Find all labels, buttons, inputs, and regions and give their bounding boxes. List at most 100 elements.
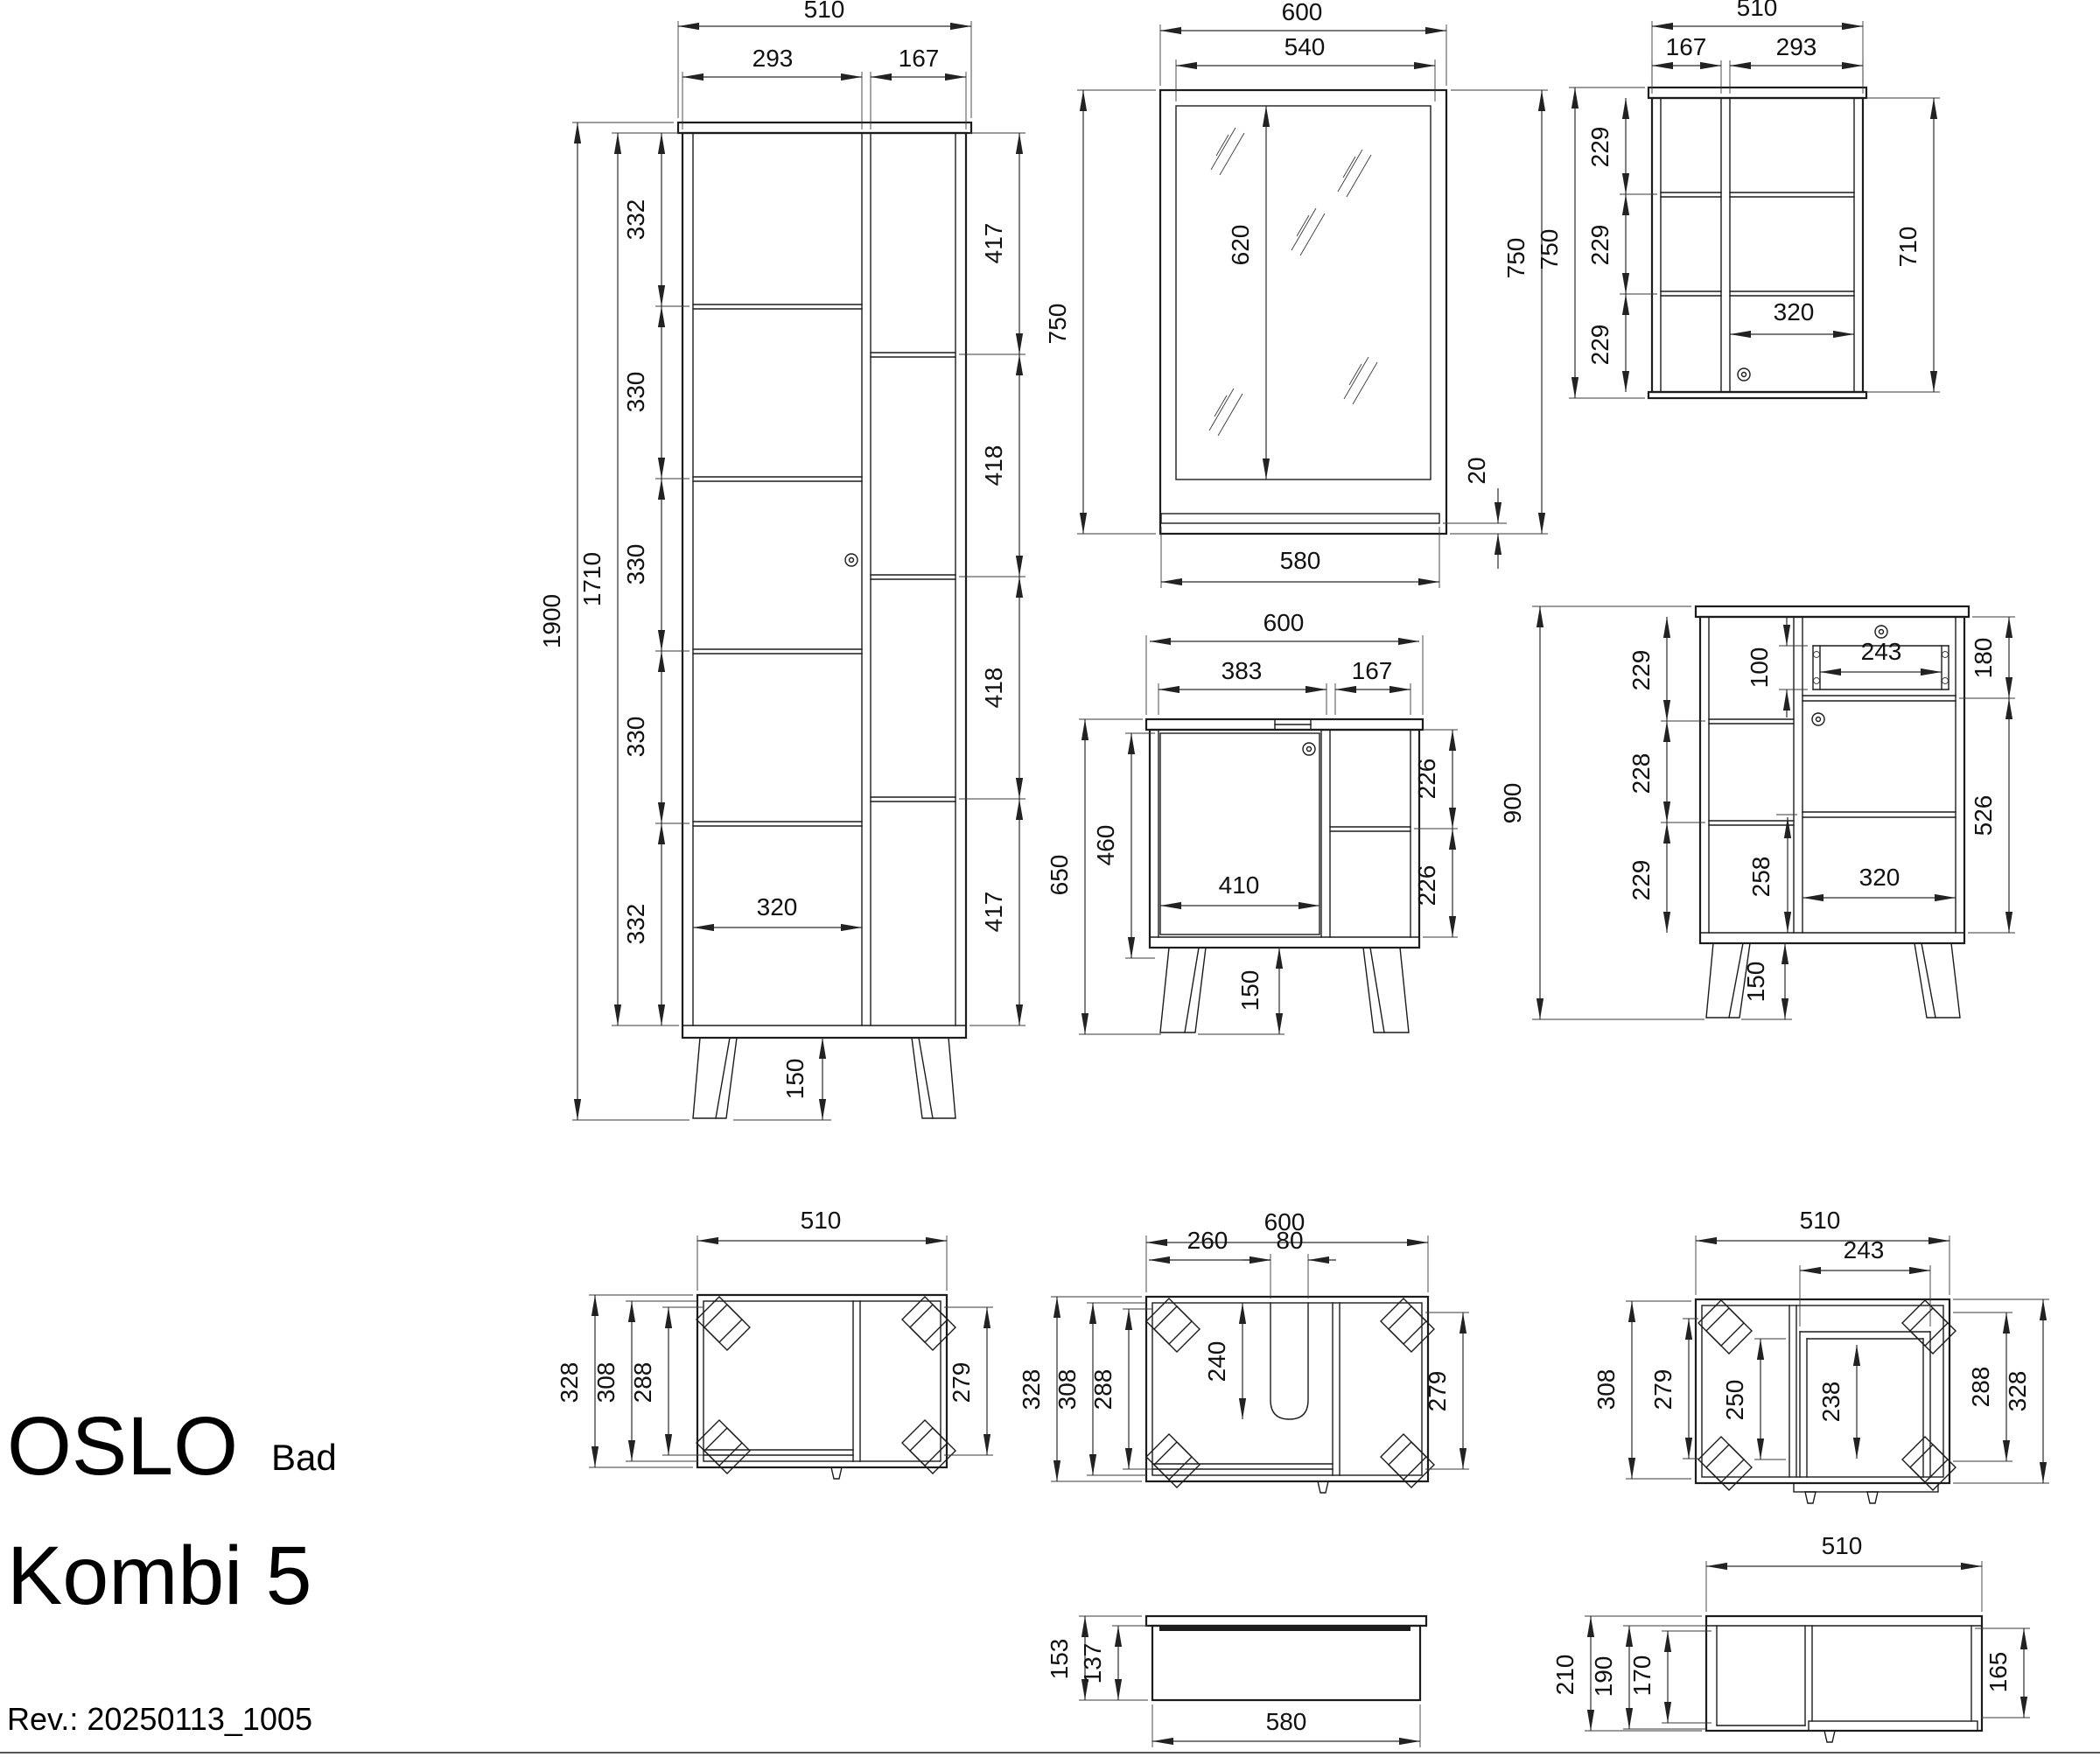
dim-tall-leg: 150 xyxy=(781,1059,808,1100)
dim-vanity-width: 600 xyxy=(1264,609,1305,636)
midi-top-knob-2 xyxy=(1866,1491,1879,1504)
dim-tall-seg4: 330 xyxy=(622,717,649,758)
dim-shelf-height: 153 xyxy=(1046,1639,1073,1680)
tall-top-leg-plates xyxy=(696,1296,956,1474)
midi-legs xyxy=(1705,942,1961,1018)
midi-cabinet-front-view: 900 229 228 229 100 243 180 526 258 320 … xyxy=(1499,605,2015,1020)
wall-door-knob[interactable] xyxy=(1737,368,1751,382)
vanity-door[interactable] xyxy=(1159,732,1320,935)
dim-tall-rseg1: 417 xyxy=(980,223,1007,264)
tall-right-shelves xyxy=(870,352,956,802)
dim-midi-door-height: 526 xyxy=(1970,795,1997,836)
vanity-door-knob[interactable] xyxy=(1302,742,1316,756)
wall-top-knob xyxy=(1824,1730,1836,1743)
dim-midi-seg3: 229 xyxy=(1628,860,1655,901)
mirror-shelf xyxy=(1160,513,1440,524)
dim-vantop-cutout-depth: 240 xyxy=(1203,1341,1230,1382)
dim-wall-inner-width: 320 xyxy=(1774,298,1815,326)
dim-talltop-depth: 328 xyxy=(556,1362,583,1404)
dim-tall-rseg2: 418 xyxy=(980,445,1007,486)
wall-cabinet-top-view: 510 210 190 170 165 xyxy=(1551,1532,2030,1743)
dim-vanity-height: 650 xyxy=(1046,855,1073,896)
dim-tall-door-width: 293 xyxy=(752,45,794,72)
dim-miditop-width: 510 xyxy=(1800,1207,1841,1234)
dim-mirror-height-right: 750 xyxy=(1502,238,1530,279)
dim-walltop-d2: 190 xyxy=(1590,1656,1617,1698)
dim-vantop-door-depth: 279 xyxy=(1424,1371,1451,1412)
wall-top-door-front xyxy=(1808,1720,1978,1732)
dim-talltop-door-depth: 279 xyxy=(948,1362,975,1404)
dim-tall-seg1: 332 xyxy=(622,200,649,241)
vanity-top-leg-plates xyxy=(1145,1298,1435,1488)
mirror-front-view: 600 540 750 620 20 750 580 xyxy=(1044,0,1548,588)
dim-miditop-d1: 308 xyxy=(1592,1369,1620,1410)
dim-tall-height: 1900 xyxy=(538,594,565,648)
dim-vantop-width: 600 xyxy=(1264,1208,1306,1236)
midi-top-leg-plates xyxy=(1698,1299,1956,1491)
midi-door-knob[interactable] xyxy=(1811,712,1825,726)
mirror-glass-hatch xyxy=(1208,127,1378,437)
dim-midi-leg: 150 xyxy=(1742,962,1769,1003)
midi-top-knob-1 xyxy=(1804,1491,1816,1504)
dim-talltop-width: 510 xyxy=(801,1207,842,1234)
dim-midi-drawer-height: 180 xyxy=(1970,638,1997,679)
dim-tall-height-inner: 1710 xyxy=(578,552,606,606)
revision-label: Rev.: 20250113_1005 xyxy=(7,1701,312,1737)
shelf-seal-strip xyxy=(1159,1626,1410,1631)
dim-walltop-door-depth: 165 xyxy=(1984,1652,2012,1693)
midi-top-front xyxy=(1793,1482,1939,1493)
midi-drawer[interactable] xyxy=(1802,625,1956,702)
dim-talltop-depth3: 288 xyxy=(629,1362,656,1404)
dim-mirror-height-left: 750 xyxy=(1044,304,1071,345)
midi-drawer-knob[interactable] xyxy=(1874,625,1888,639)
dim-vanity-inner-width: 410 xyxy=(1219,872,1260,899)
dim-vanity-leg: 150 xyxy=(1236,970,1264,1012)
dim-vanity-rseg2: 226 xyxy=(1413,865,1440,906)
dim-miditop-r1: 288 xyxy=(1967,1367,1994,1408)
dim-tall-inner-width: 320 xyxy=(757,893,798,920)
mirror-frame xyxy=(1158,88,1448,536)
wall-shelves xyxy=(1660,192,1855,297)
dim-mirror-shelf-thickness: 20 xyxy=(1463,457,1490,484)
dim-midi-seg2: 228 xyxy=(1628,753,1655,794)
dim-wall-door-width: 293 xyxy=(1776,33,1817,60)
dim-midi-drawer-inner-width: 243 xyxy=(1861,638,1902,665)
vanity-siphon-cutout xyxy=(1270,1302,1309,1420)
wall-top-panel xyxy=(1647,86,1868,100)
title-block: OSLO Bad Kombi 5 Rev.: 20250113_1005 xyxy=(7,1400,337,1737)
tall-cabinet-top-view: 510 328 308 288 279 xyxy=(556,1207,993,1480)
dim-miditop-d3: 250 xyxy=(1721,1380,1748,1421)
dim-tall-width: 510 xyxy=(804,0,845,23)
dim-midi-seg1: 229 xyxy=(1628,650,1655,691)
dim-vantop-depth3: 288 xyxy=(1089,1369,1116,1410)
dim-shelf-body-height: 137 xyxy=(1079,1643,1106,1684)
dim-wall-seg3: 229 xyxy=(1586,325,1614,366)
dim-mirror-glass-width: 540 xyxy=(1284,33,1326,60)
dim-talltop-depth2: 308 xyxy=(592,1362,620,1404)
dim-walltop-width: 510 xyxy=(1822,1532,1863,1559)
dim-tall-seg3: 330 xyxy=(622,544,649,585)
dim-vanity-door-width: 383 xyxy=(1222,657,1263,684)
vanity-top-view: 600 260 80 240 328 308 288 279 xyxy=(1018,1208,1469,1494)
midi-top-panel xyxy=(1694,605,1970,619)
dim-wall-height: 750 xyxy=(1536,229,1563,270)
tall-cabinet-front-view: 510 293 167 1900 1710 332 330 330 330 33… xyxy=(538,0,1026,1121)
tall-legs xyxy=(692,1037,956,1119)
tall-door-knob[interactable] xyxy=(844,553,858,567)
dim-wall-door-height: 710 xyxy=(1894,227,1922,268)
dim-mirror-width: 600 xyxy=(1282,0,1323,25)
dim-vantop-depth2: 308 xyxy=(1054,1369,1081,1410)
dim-mirror-glass-height: 620 xyxy=(1227,225,1254,266)
dim-miditop-d4: 238 xyxy=(1817,1382,1844,1423)
tall-top-panel xyxy=(676,121,973,135)
dim-wall-seg1: 229 xyxy=(1586,127,1614,168)
vanity-top-knob xyxy=(1317,1480,1329,1494)
dim-midi-inner-width: 320 xyxy=(1859,864,1900,891)
vanity-legs xyxy=(1159,947,1410,1033)
dim-miditop-d2: 279 xyxy=(1649,1369,1676,1410)
dim-miditop-r2: 328 xyxy=(2004,1371,2031,1412)
dim-walltop-d1: 210 xyxy=(1551,1655,1578,1696)
vanity-front-view: 600 383 167 650 460 410 226 226 150 xyxy=(1046,609,1458,1035)
midi-left-shelves xyxy=(1708,718,1795,826)
